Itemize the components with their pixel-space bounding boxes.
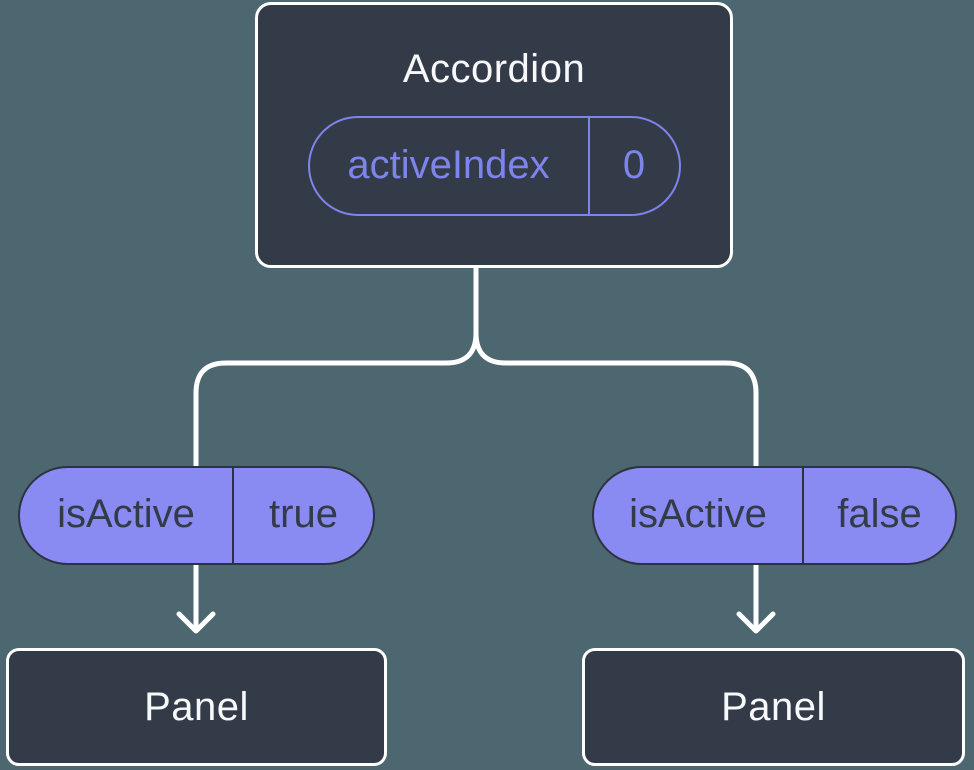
accordion-node: Accordion activeIndex 0 [255, 2, 733, 268]
panel-node-right: Panel [582, 648, 965, 766]
state-pill-name: activeIndex [310, 118, 590, 214]
accordion-title: Accordion [402, 47, 586, 91]
prop-pill-left-name: isActive [20, 468, 234, 563]
prop-pill-left: isActive true [18, 466, 375, 565]
state-pill-value: 0 [622, 142, 646, 187]
panel-right-title: Panel [721, 684, 826, 729]
panel-node-left: Panel [6, 648, 387, 766]
arrowhead-left-icon [176, 611, 216, 634]
connector-right-branch [473, 268, 759, 629]
state-pill: activeIndex 0 [307, 116, 681, 216]
connector-left-branch [193, 268, 479, 629]
prop-pill-right: isActive false [592, 466, 957, 565]
arrowhead-right-icon [736, 611, 776, 634]
prop-pill-right-name: isActive [594, 468, 804, 563]
prop-pill-right-value: false [837, 492, 922, 536]
prop-pill-left-value: true [269, 492, 338, 536]
panel-left-title: Panel [144, 684, 249, 729]
